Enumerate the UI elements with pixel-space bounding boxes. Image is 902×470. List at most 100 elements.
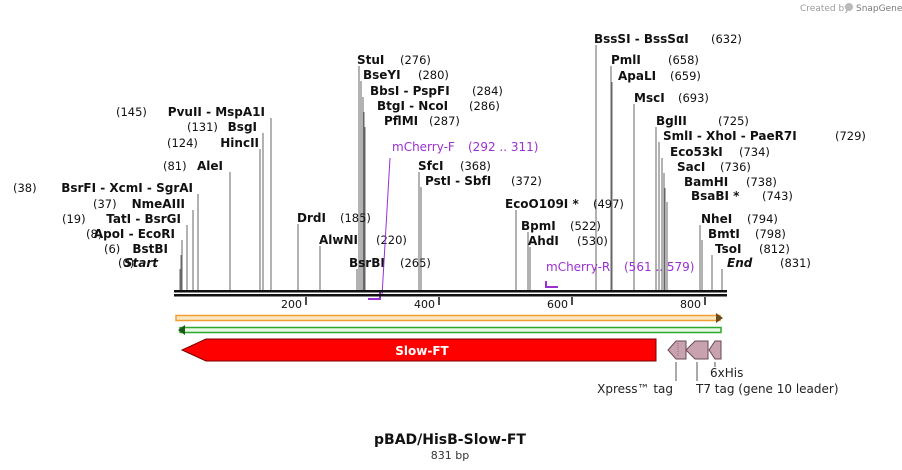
- site-pos-bstbi: (6): [104, 242, 120, 256]
- site-pos-apoi-ecori: (8): [86, 227, 102, 241]
- site-name-pflmi[interactable]: PflMI: [384, 114, 418, 128]
- site-pos-stui: (276): [400, 53, 431, 67]
- orf-forward[interactable]: [175, 313, 723, 323]
- site-name-hincii[interactable]: HincII: [220, 136, 259, 150]
- tick-600: 600: [547, 298, 568, 311]
- primer-mcherry-f[interactable]: mCherry-F (292 .. 311): [368, 140, 538, 300]
- feature-6xhis[interactable]: [685, 340, 709, 360]
- site-lines: [179, 45, 723, 290]
- site-pos-bglii: (725): [718, 114, 749, 128]
- site-pos-ahdi: (530): [577, 234, 608, 248]
- site-pos-tsoi: (812): [759, 242, 790, 256]
- site-name-apoi-ecori[interactable]: ApoI - EcoRI: [94, 227, 175, 241]
- site-name-bstbi[interactable]: BstBI: [132, 242, 168, 256]
- feature-t7-tag[interactable]: [708, 340, 722, 360]
- feature-xpress-tag[interactable]: [667, 340, 687, 360]
- site-pos-smli-xhoi-paer7i: (729): [835, 129, 866, 143]
- site-pos-eco53ki: (734): [739, 145, 770, 159]
- credit-brand: SnapGene: [856, 4, 902, 14]
- site-name-drdi[interactable]: DrdI: [297, 211, 326, 225]
- site-pos-bseyi: (280): [418, 68, 449, 82]
- site-labels: Start(0)BstBI(6)ApoI - EcoRI(8)TatI - Bs…: [13, 32, 866, 270]
- feature-6xhis-label: 6xHis: [710, 366, 743, 380]
- site-name-ahdi[interactable]: AhdI: [528, 234, 559, 248]
- primer-mcherry-f-name: mCherry-F: [392, 140, 455, 154]
- site-pos-bmti: (798): [755, 227, 786, 241]
- site-name-apali[interactable]: ApaLI: [618, 69, 656, 83]
- sequence-backbone: [174, 290, 727, 297]
- site-pos-pvuii-mspa1i: (145): [116, 105, 147, 119]
- primer-mcherry-r-name: mCherry-R: [546, 260, 610, 274]
- site-name-tati-bsrgi[interactable]: TatI - BsrGI: [106, 212, 181, 226]
- site-name-bsgi[interactable]: BsgI: [228, 120, 257, 134]
- site-name-pvuii-mspa1i[interactable]: PvuII - MspA1I: [168, 105, 265, 119]
- site-name-smli-xhoi-paer7i[interactable]: SmlI - XhoI - PaeR7I: [663, 129, 797, 143]
- primer-mcherry-r-range: (561 .. 579): [624, 260, 694, 274]
- site-name-start[interactable]: Start: [124, 256, 159, 270]
- snapgene-logo-icon: [845, 3, 853, 11]
- site-pos-bbsi-pspfi: (284): [472, 84, 503, 98]
- site-name-psti-sbfi[interactable]: PstI - SbfI: [425, 174, 491, 188]
- site-pos-bsgi: (131): [187, 120, 218, 134]
- feature-slow-ft[interactable]: Slow-FT: [180, 338, 657, 362]
- site-name-btgi-ncoi[interactable]: BtgI - NcoI: [377, 99, 448, 113]
- site-name-bglii[interactable]: BglII: [656, 114, 687, 128]
- feature-leader-lines: [675, 362, 716, 381]
- site-name-bbsi-pspfi[interactable]: BbsI - PspFI: [370, 84, 450, 98]
- site-pos-hincii: (124): [167, 136, 198, 150]
- tick-800: 800: [680, 298, 701, 311]
- primer-mcherry-r[interactable]: mCherry-R (561 .. 579): [545, 260, 694, 288]
- site-name-bsssi-bsss-i[interactable]: BssSI - BssSαI: [594, 32, 689, 46]
- site-pos-drdi: (185): [340, 211, 371, 225]
- site-pos-nmeaiii: (37): [93, 197, 117, 211]
- site-pos-nhei: (794): [747, 212, 778, 226]
- site-pos-alei: (81): [163, 159, 187, 173]
- site-pos-end: (831): [780, 256, 811, 270]
- credit: Created by SnapGene: [800, 3, 902, 14]
- site-pos-bpmi: (522): [570, 219, 601, 233]
- site-name-end[interactable]: End: [727, 256, 753, 270]
- site-name-ecoo109i[interactable]: EcoO109I *: [505, 197, 579, 211]
- site-name-sfci[interactable]: SfcI: [418, 159, 443, 173]
- site-name-alwni[interactable]: AlwNI: [319, 233, 358, 247]
- site-name-pmli[interactable]: PmlI: [611, 53, 641, 67]
- map-subtitle: 831 bp: [431, 449, 469, 462]
- site-pos-bsrbi: (265): [400, 256, 431, 270]
- site-name-bsrbi[interactable]: BsrBI: [349, 256, 385, 270]
- site-pos-sfci: (368): [460, 159, 491, 173]
- site-pos-pflmi: (287): [429, 114, 460, 128]
- site-name-bamhi[interactable]: BamHI: [684, 175, 728, 189]
- map-title: pBAD/HisB-Slow-FT: [374, 432, 526, 448]
- site-name-msci[interactable]: MscI: [634, 91, 665, 105]
- site-name-bpmi[interactable]: BpmI: [521, 219, 556, 233]
- site-pos-bsabi: (743): [762, 189, 793, 203]
- site-pos-bsssi-bsss-i: (632): [711, 32, 742, 46]
- site-pos-msci: (693): [678, 91, 709, 105]
- credit-prefix: Created by: [800, 4, 850, 14]
- site-pos-alwni: (220): [376, 233, 407, 247]
- site-name-eco53ki[interactable]: Eco53kI: [670, 145, 723, 159]
- tick-200: 200: [281, 298, 302, 311]
- site-name-bsrfi-xcmi-sgrai[interactable]: BsrFI - XcmI - SgrAI: [61, 181, 193, 195]
- site-name-stui[interactable]: StuI: [357, 53, 384, 67]
- primer-mcherry-f-range: (292 .. 311): [468, 140, 538, 154]
- site-pos-bamhi: (738): [746, 175, 777, 189]
- ruler: 200 400 600 800: [281, 297, 706, 311]
- site-name-bseyi[interactable]: BseYI: [363, 68, 401, 82]
- site-pos-psti-sbfi: (372): [511, 174, 542, 188]
- site-name-nmeaiii[interactable]: NmeAIII: [132, 197, 185, 211]
- site-name-nhei[interactable]: NheI: [701, 212, 732, 226]
- site-name-bmti[interactable]: BmtI: [708, 227, 740, 241]
- site-pos-apali: (659): [670, 69, 701, 83]
- site-pos-pmli: (658): [668, 53, 699, 67]
- site-pos-btgi-ncoi: (286): [469, 99, 500, 113]
- orf-reverse[interactable]: [178, 325, 722, 335]
- feature-t7-tag-label: T7 tag (gene 10 leader): [695, 382, 839, 396]
- feature-xpress-tag-label: Xpress™ tag: [597, 382, 673, 396]
- site-name-bsabi[interactable]: BsaBI *: [691, 189, 740, 203]
- site-pos-tati-bsrgi: (19): [62, 212, 86, 226]
- site-name-tsoi[interactable]: TsoI: [715, 242, 741, 256]
- site-name-alei[interactable]: AleI: [197, 159, 223, 173]
- site-name-saci[interactable]: SacI: [677, 160, 705, 174]
